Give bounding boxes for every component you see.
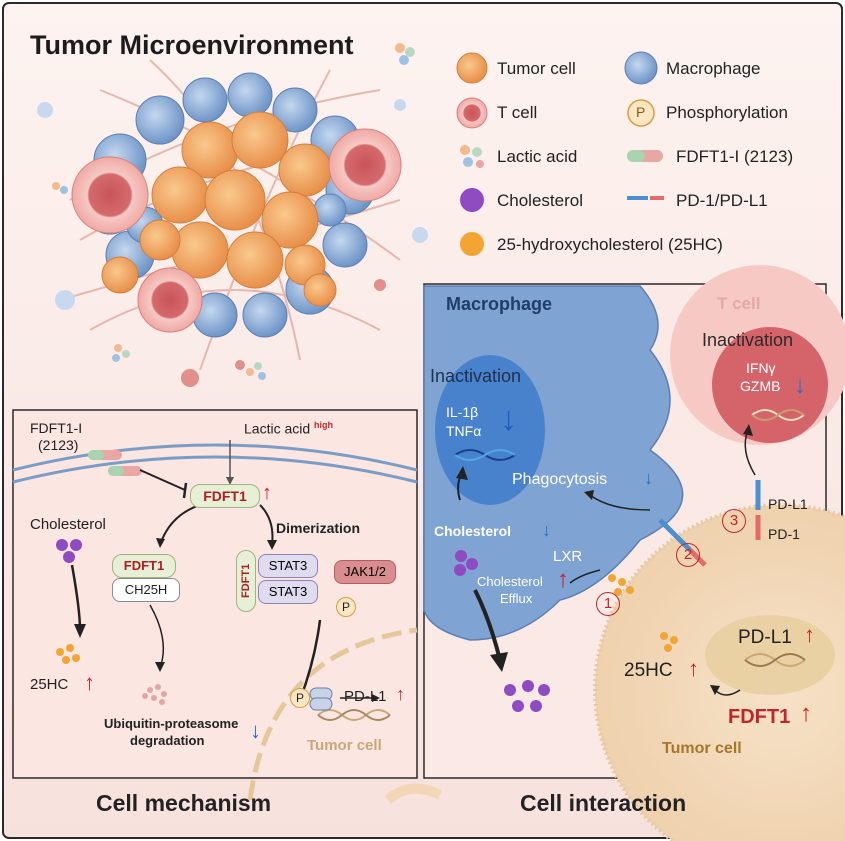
fdft1-up-arrow: ↑	[262, 482, 272, 504]
fdft1-left-box: FDFT1	[112, 554, 176, 578]
t-cell-inactivation-label: Inactivation	[702, 330, 794, 350]
pdl1-tumor-up-arrow: ↑	[804, 622, 815, 647]
t-cell-down-arrow: ↓	[794, 372, 806, 399]
cytokine-down-arrow: ↓	[500, 400, 517, 438]
phagocytosis-label: Phagocytosis	[512, 471, 608, 488]
legend-cholesterol: Cholesterol	[497, 191, 583, 210]
t-cell-label: T cell	[717, 294, 761, 313]
interaction-panel	[423, 265, 845, 841]
legend-t-cell: T cell	[497, 103, 538, 122]
pd1-receptor-label: PD-1	[768, 526, 800, 542]
legend-macrophage: Macrophage	[666, 59, 761, 78]
pdl1-tumor-label: PD-L1	[738, 627, 792, 648]
flow-arrow	[384, 783, 443, 804]
step-1-marker: 1	[596, 592, 620, 616]
legend-tumor-cell: Tumor cell	[497, 59, 576, 78]
pdl1-receptor-label: PD-L1	[768, 496, 808, 512]
legend-lactic-acid: Lactic acid	[497, 147, 578, 166]
pdl1-mechanism-label: PD-L1	[344, 688, 387, 705]
tumor-cluster-illustration	[37, 43, 428, 387]
fdft1-vertical-box: FDFT1	[236, 550, 256, 612]
il1b-label: IL-1β	[446, 404, 479, 420]
fdft1-tumor-label: FDFT1	[728, 706, 791, 728]
phosphorylation-icon: P	[636, 104, 646, 120]
ch25h-box: CH25H	[112, 578, 180, 602]
tnfa-label: TNFα	[446, 423, 482, 439]
macrophage-inactivation-label: Inactivation	[430, 366, 522, 386]
step-2-marker: 2	[676, 543, 700, 567]
page-title: Tumor Microenvironment	[30, 30, 354, 60]
fdft1-tumor-up-arrow: ↑	[800, 700, 812, 727]
interaction-caption: Cell interaction	[520, 790, 687, 816]
dimerization-label: Dimerization	[276, 520, 361, 536]
fdft1-top-box: FDFT1	[190, 484, 260, 508]
cholesterol-interaction-label: Cholesterol	[434, 523, 512, 539]
hc25-mechanism-label: 25HC	[30, 676, 69, 693]
ubiquitin-down-arrow: ↓	[250, 718, 261, 743]
cholesterol-label: Cholesterol	[30, 516, 106, 533]
efflux-up-arrow: ↑	[557, 566, 569, 593]
tumor-cell-interaction-label: Tumor cell	[662, 740, 742, 757]
cholesterol-down-arrow: ↓	[542, 520, 551, 540]
inhibitor-label-line1: FDFT1-I	[30, 420, 83, 436]
mechanism-caption: Cell mechanism	[96, 790, 272, 816]
pdl1-mechanism-up-arrow: ↑	[396, 684, 405, 704]
ifng-label: IFNγ	[746, 360, 776, 376]
mechanism-panel	[12, 409, 418, 801]
hc25-interaction-up-arrow: ↑	[688, 656, 699, 681]
legend-fdft1-inhibitor: FDFT1-I (2123)	[676, 147, 794, 166]
lxr-label: LXR	[553, 548, 583, 565]
macrophage-label: Macrophage	[446, 294, 553, 314]
gzmb-label: GZMB	[740, 378, 781, 394]
stat-phos-icon: P	[290, 688, 310, 708]
legend-phosphorylation: Phosphorylation	[666, 103, 788, 122]
efflux-label-line2: Efflux	[500, 591, 533, 606]
phagocytosis-down-arrow: ↓	[644, 468, 653, 488]
efflux-label-line1: Cholesterol	[477, 574, 543, 589]
stat3-box-a: STAT3	[258, 554, 318, 578]
jak-box: JAK1/2	[334, 560, 396, 584]
legend-icons	[456, 51, 664, 256]
hc25-interaction-label: 25HC	[624, 660, 673, 681]
legend-25hc: 25-hydroxycholesterol (25HC)	[497, 235, 723, 254]
t-cell-nucleus	[712, 327, 828, 443]
hc25-mechanism-up-arrow: ↑	[84, 670, 95, 695]
stat3-box-b: STAT3	[258, 580, 318, 604]
ubiquitin-line2: degradation	[130, 733, 205, 748]
step-3-marker: 3	[722, 509, 746, 533]
legend-pd1-pdl1: PD-1/PD-L1	[676, 191, 768, 210]
inhibitor-label-line2: (2123)	[38, 437, 79, 453]
lactic-acid-label: Lactic acid high	[244, 420, 334, 437]
ubiquitin-line1: Ubiquitin-proteasome	[104, 716, 239, 731]
jak-phos-icon: P	[336, 597, 356, 617]
tumor-cell-mechanism-label: Tumor cell	[307, 737, 382, 754]
lactic-acid-superscript: high	[314, 420, 334, 430]
